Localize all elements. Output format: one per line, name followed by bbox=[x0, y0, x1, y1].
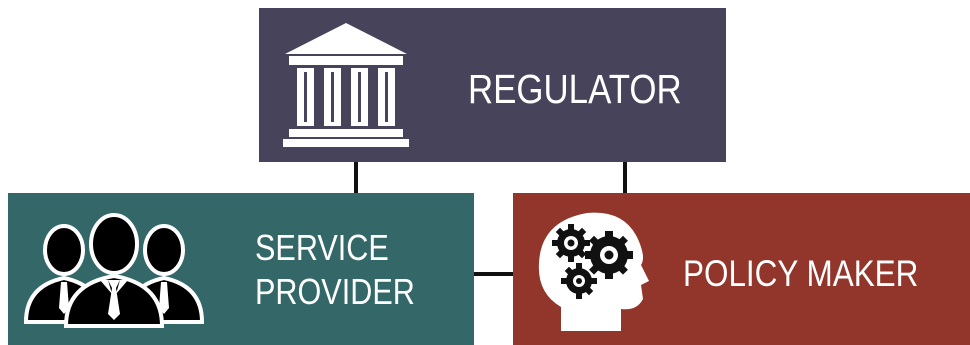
policy-maker-label: POLICY MAKER bbox=[683, 253, 919, 294]
people-group-icon bbox=[23, 213, 205, 328]
bank-building-icon bbox=[283, 23, 409, 147]
connector-service-provider-policy-maker bbox=[472, 272, 516, 276]
regulator-label: REGULATOR bbox=[468, 66, 682, 112]
regulator-box: REGULATOR bbox=[259, 8, 726, 162]
policy-maker-box: POLICY MAKER bbox=[513, 193, 970, 345]
service-provider-label-line2: PROVIDER bbox=[255, 271, 415, 312]
head-gears-icon bbox=[538, 212, 649, 331]
service-provider-box: SERVICE PROVIDER bbox=[8, 193, 474, 345]
connector-regulator-service-provider bbox=[354, 160, 358, 194]
connector-regulator-policy-maker bbox=[623, 160, 627, 194]
service-provider-label: SERVICE PROVIDER bbox=[255, 226, 415, 314]
service-provider-label-line1: SERVICE bbox=[255, 227, 389, 268]
